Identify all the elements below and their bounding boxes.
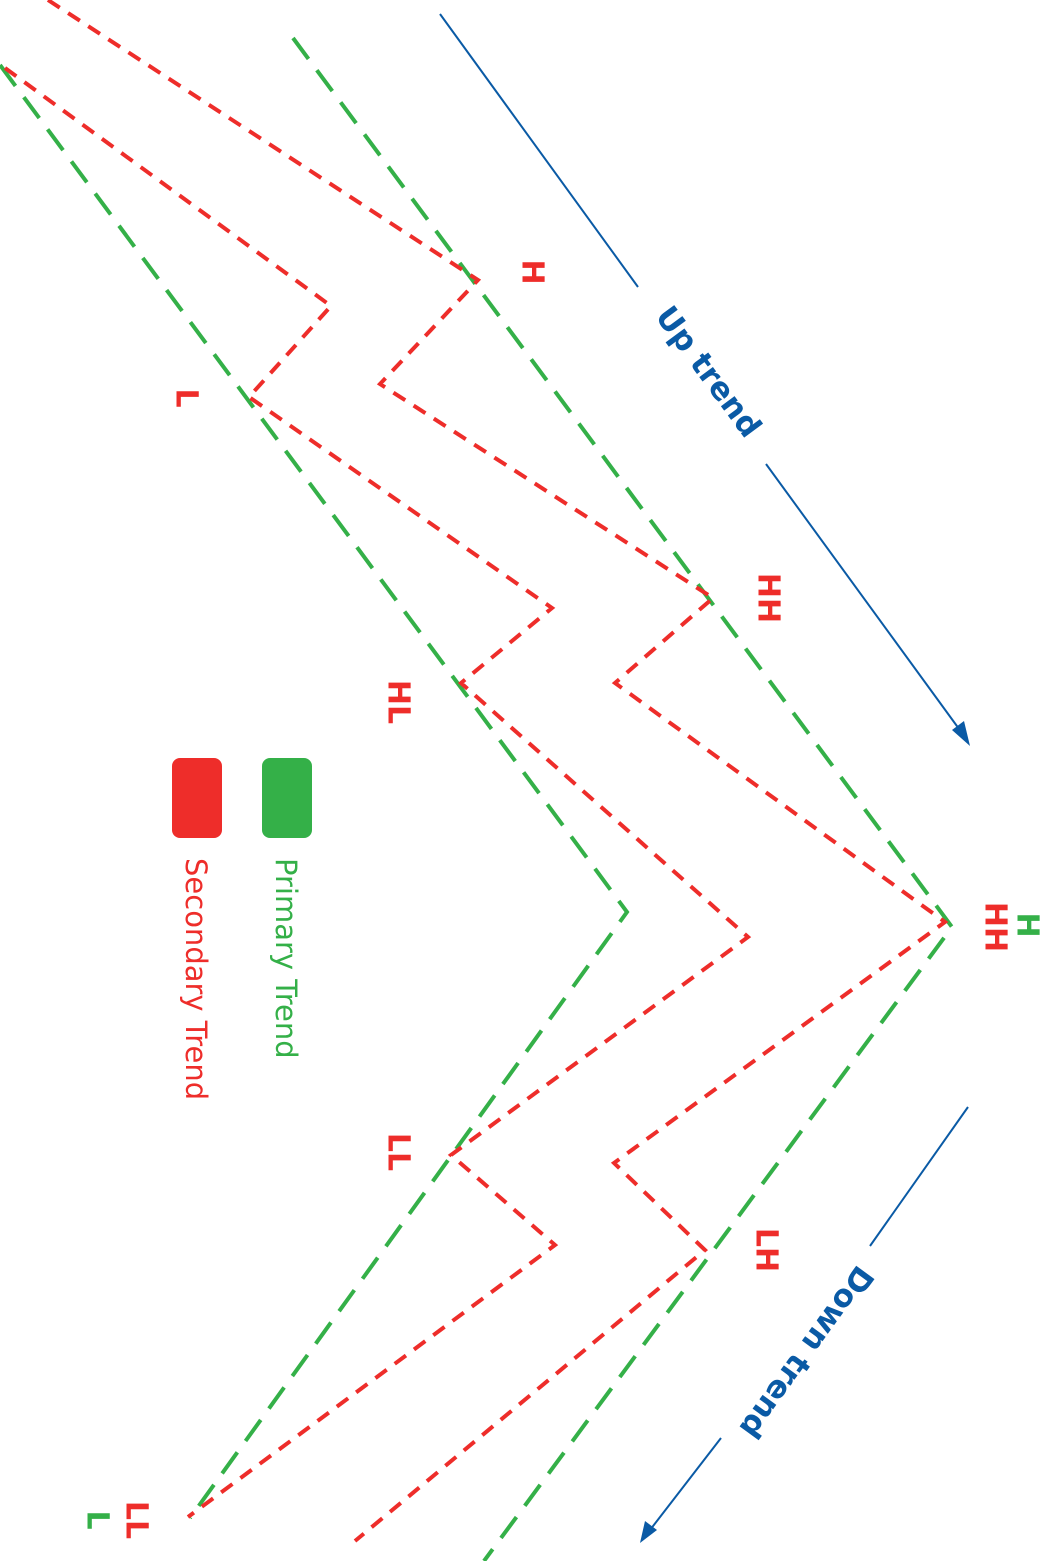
label-l-green: L bbox=[80, 1510, 115, 1529]
label-ll-1: LL bbox=[381, 1133, 416, 1171]
up-trend-label: Up trend bbox=[648, 300, 768, 445]
primary-trend-upper-line bbox=[291, 36, 955, 1561]
legend-label-primary: Primary Trend bbox=[269, 858, 303, 1059]
down-trend-arrow bbox=[640, 1106, 969, 1543]
down-trend-label: Down trend bbox=[732, 1259, 881, 1445]
label-h-red: H bbox=[515, 259, 550, 284]
legend-swatch-primary bbox=[262, 758, 312, 838]
legend-label-secondary: Secondary Trend bbox=[179, 858, 213, 1100]
label-hh-1: HH bbox=[751, 573, 786, 623]
secondary-trend-lower-line bbox=[3, 66, 752, 1519]
label-l-red: L bbox=[169, 388, 204, 407]
label-hl-1: HL bbox=[381, 680, 416, 724]
label-h-green: H bbox=[1010, 912, 1042, 937]
label-hh-top: HH bbox=[978, 902, 1013, 952]
primary-trend-lower-line bbox=[0, 63, 630, 1520]
label-ll-bottom: LL bbox=[119, 1501, 154, 1539]
secondary-trend-upper-line bbox=[46, 0, 949, 1543]
up-trend-arrow bbox=[439, 13, 970, 746]
label-lh-1: LH bbox=[749, 1228, 784, 1272]
legend-swatch-secondary bbox=[172, 758, 222, 838]
